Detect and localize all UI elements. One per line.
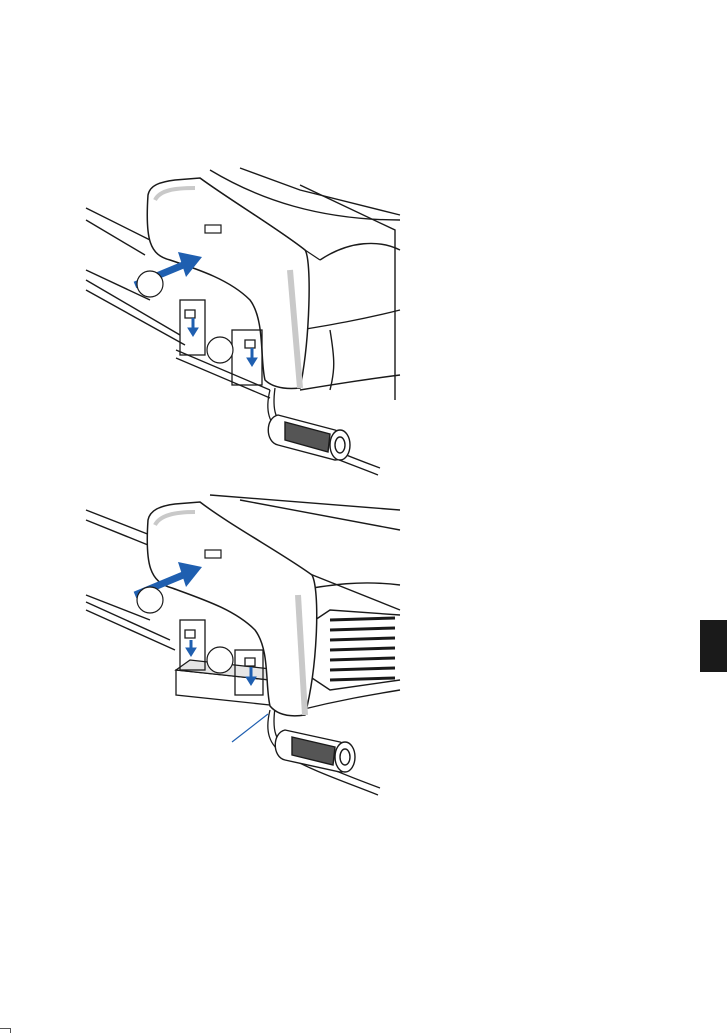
step-circle-1 xyxy=(137,271,163,297)
illustration-bottom-drawing xyxy=(0,490,420,800)
illustration-top-drawing xyxy=(0,160,420,490)
leader-line xyxy=(232,714,268,742)
step-circle-2 xyxy=(207,647,233,673)
illustration-bottom xyxy=(0,490,420,800)
page-tab-marker xyxy=(700,620,727,672)
step-circle-1 xyxy=(137,587,163,613)
vent-grille xyxy=(330,618,395,680)
crop-mark-horizontal xyxy=(0,1028,10,1029)
illustration-top xyxy=(0,160,420,490)
step-circle-2 xyxy=(207,337,233,363)
cable-cover xyxy=(147,178,320,388)
crop-mark-vertical xyxy=(10,1028,11,1033)
ferrite-core xyxy=(268,415,350,460)
ferrite-core xyxy=(275,730,355,772)
